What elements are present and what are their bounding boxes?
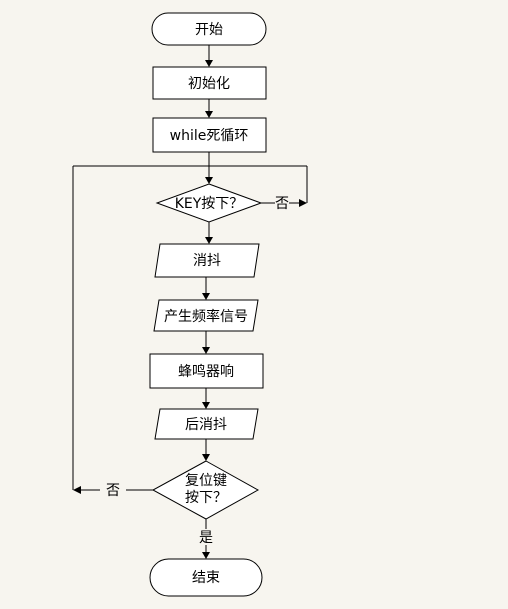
end-label: 结束 bbox=[192, 570, 220, 586]
start-node: 开始 bbox=[151, 12, 267, 46]
buzzer-node: 蜂鸣器响 bbox=[149, 353, 264, 389]
post-debounce-node: 后消抖 bbox=[154, 408, 259, 440]
edge-buzzer-postdebounce bbox=[202, 388, 210, 409]
edge-postdebounce-resetcheck bbox=[202, 439, 210, 461]
debounce-node: 消抖 bbox=[154, 243, 260, 278]
reset-check-label-line1: 复位键 bbox=[185, 472, 227, 489]
edge-init-loop bbox=[205, 99, 213, 118]
edge-genfreq-buzzer bbox=[202, 331, 210, 354]
key-check-label: KEY按下？ bbox=[175, 196, 244, 212]
edge-reset-no: 否 bbox=[72, 166, 153, 499]
edge-reset-yes: 是 bbox=[199, 519, 213, 559]
debounce-label: 消抖 bbox=[193, 253, 221, 269]
gen-freq-label: 产生频率信号 bbox=[164, 308, 248, 325]
edge-start-init bbox=[205, 45, 213, 67]
init-node: 初始化 bbox=[152, 66, 267, 100]
gen-freq-node: 产生频率信号 bbox=[153, 299, 259, 332]
key-check-node: KEY按下？ bbox=[155, 183, 263, 223]
loop-label: while死循环 bbox=[170, 128, 249, 144]
buzzer-label: 蜂鸣器响 bbox=[178, 363, 234, 380]
init-label: 初始化 bbox=[188, 75, 230, 92]
edge-keycheck-debounce bbox=[205, 222, 213, 244]
loop-node: while死循环 bbox=[152, 117, 267, 153]
reset-check-node: 复位键 按下？ bbox=[151, 460, 260, 520]
edge-loop-keycheck bbox=[205, 152, 213, 184]
end-node: 结束 bbox=[149, 558, 263, 597]
start-label: 开始 bbox=[195, 22, 223, 38]
reset-yes-label: 是 bbox=[199, 530, 213, 546]
edge-debounce-genfreq bbox=[202, 277, 210, 300]
post-debounce-label: 后消抖 bbox=[185, 417, 227, 433]
reset-check-label-line2: 按下？ bbox=[185, 490, 227, 506]
edge-key-no: 否 bbox=[261, 166, 308, 212]
reset-no-label: 否 bbox=[106, 483, 120, 499]
key-no-label: 否 bbox=[275, 196, 289, 212]
